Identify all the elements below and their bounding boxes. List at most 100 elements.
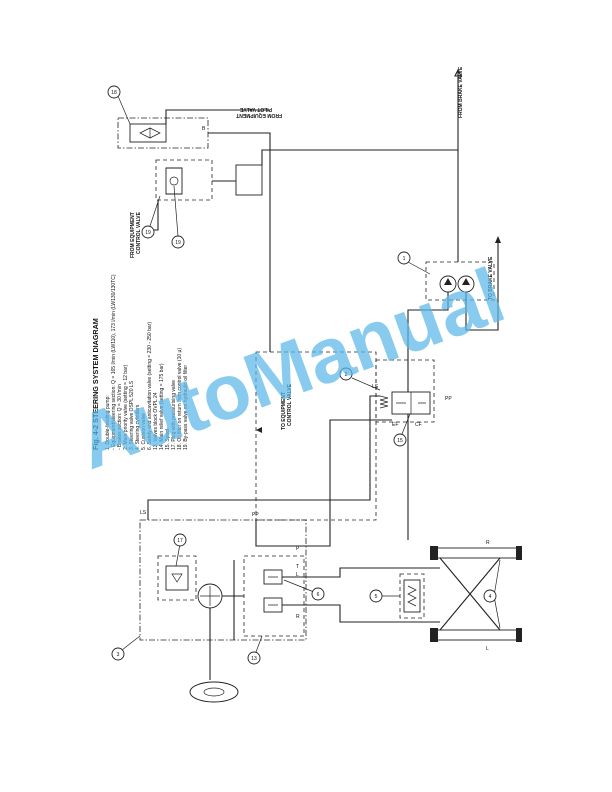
callout-3: 3 — [111, 635, 141, 661]
svg-text:5: 5 — [375, 594, 378, 600]
legend-item: 15. Spool — [165, 429, 171, 450]
svg-text:4: 4 — [489, 594, 492, 600]
label-from-equipment-control: FROM EQUIPMENT CONTROL VALVE — [130, 211, 142, 258]
check-valve-symbol — [139, 127, 161, 139]
svg-text:CONTROL VALVE: CONTROL VALVE — [136, 211, 142, 254]
arrow-icon — [454, 68, 462, 77]
priority-valve: LS CF EF PP — [255, 351, 452, 521]
oil-filter-element — [165, 167, 183, 195]
equipment-return-line — [146, 200, 159, 231]
svg-text:FROM BRAKE VALVE: FROM BRAKE VALVE — [458, 66, 464, 118]
legend-item: 4. Steering cylinders — [135, 404, 141, 450]
cushion-spring — [407, 585, 417, 607]
svg-text:FROM EQUIPMENT: FROM EQUIPMENT — [236, 112, 282, 118]
callout-1: 1 — [397, 251, 431, 275]
figure-title: Fig. 4-2 STEERING SYSTEM DIAGRAM — [91, 318, 100, 450]
steering-valve-outline — [139, 519, 307, 641]
relief-arrow-icon — [171, 573, 183, 583]
watermark: AutoManual — [66, 251, 515, 486]
watermark-text: AutoManual — [66, 251, 515, 486]
callout-15: 15 — [393, 413, 411, 447]
callout-13: 13 — [247, 635, 263, 665]
priority-outlet-line — [310, 419, 392, 547]
port-label: EF — [392, 422, 398, 428]
legend-item: 14. Main relief valve (setting = 175 bar… — [159, 363, 165, 450]
svg-text:15: 15 — [397, 438, 403, 444]
pump-arrow-icon — [462, 278, 470, 285]
port-label: CF — [415, 422, 422, 428]
cylinder-end — [430, 546, 438, 560]
steering-valve-block: LS PP P T L R — [139, 510, 310, 641]
svg-text:CONTROL VALVE: CONTROL VALVE — [287, 383, 293, 426]
valve-block-ovpl-outline — [243, 555, 305, 637]
port-label: L — [486, 646, 489, 652]
port-label: R — [296, 614, 300, 620]
svg-text:13: 13 — [251, 656, 257, 662]
port-label: P — [296, 546, 300, 552]
legend-item: - Equipment/steering section: Q = 165 l/… — [111, 274, 117, 450]
arrow-icon — [495, 236, 501, 243]
port-label: LS — [372, 384, 379, 390]
work-lines — [222, 576, 308, 606]
callout-14: 17 — [173, 533, 187, 567]
pump-arrow-icon — [444, 278, 452, 285]
cylinder-left — [435, 629, 519, 641]
callout-5: 5 — [369, 589, 400, 603]
cylinder-end — [516, 628, 522, 642]
legend-item: 18. Oil filter on return from control va… — [177, 348, 183, 450]
relief-valve-outline — [157, 555, 197, 601]
filter-assembly — [117, 70, 459, 300]
callout-18: 19 — [141, 195, 161, 239]
callout-19: 19 — [171, 185, 185, 249]
svg-text:3: 3 — [117, 652, 120, 658]
port-label: PP — [252, 512, 259, 518]
label-to-equipment-control: TO EQUIPMENT CONTROL VALVE — [281, 383, 293, 430]
svg-text:19: 19 — [175, 240, 181, 246]
callout-6: 6 — [283, 579, 325, 601]
steering-wheel-hub — [203, 687, 225, 697]
port-label: B — [202, 126, 206, 132]
port-label: L — [296, 572, 299, 578]
label-from-equipment-pilot: FROM EQUIPMENT PILOT VALVE — [236, 106, 282, 118]
legend-item: 13. Valves block OVPL 24 — [153, 392, 159, 450]
svg-text:6: 6 — [317, 592, 320, 598]
callout-4: 4 — [483, 559, 501, 629]
double-feeding-pump — [407, 150, 501, 540]
metering-cross — [200, 586, 220, 606]
pp-line — [255, 520, 310, 547]
port-label: T — [296, 564, 299, 570]
port-label: LS — [140, 510, 147, 516]
svg-text:17: 17 — [177, 538, 183, 544]
callout-markers: 18 19 19 1 2 15 17 — [107, 85, 501, 665]
priority-inner-outline — [375, 359, 435, 423]
legend-item: - Brakes section: Q = 30 l/min — [117, 384, 123, 450]
brake-out-line — [465, 240, 499, 331]
legend-item: 2. Main priority valve (setting = 12 bar… — [123, 364, 129, 450]
pump-outline — [425, 261, 495, 301]
cylinder-right — [435, 547, 519, 559]
label-to-brake-valve: TO BRAKE VALVE — [488, 256, 494, 300]
cylinder-end — [430, 628, 438, 642]
oil-filter-outline — [155, 159, 213, 201]
svg-text:1: 1 — [403, 256, 406, 262]
legend-item: 6. Safety and anticavitation valve (sett… — [147, 322, 153, 450]
legend-item: 1. Double-feeding pump: — [105, 395, 111, 450]
port-label: R — [486, 540, 490, 546]
legend-list: 1. Double-feeding pump: - Equipment/stee… — [105, 274, 189, 450]
legend-item: 17. Plug with pressurising valve — [171, 380, 177, 450]
priority-outline — [255, 351, 377, 521]
brake-return-line — [261, 70, 459, 165]
bypass-valve-symbol — [169, 176, 179, 186]
callout-2: 2 — [339, 367, 381, 391]
spring-symbol — [379, 395, 389, 409]
pump-pressure-line — [407, 292, 449, 540]
legend-item: 19. By-pass valve on hydraulic oil filte… — [183, 365, 189, 450]
cross-lines — [439, 557, 501, 631]
figure-caption: Fig. 4-2 STEERING SYSTEM DIAGRAM 1. Doub… — [91, 274, 189, 450]
label-from-brake-valve: FROM BRAKE VALVE — [458, 66, 464, 118]
legend-item: 3. Steering valve OSPL 520 LS — [129, 380, 135, 450]
pressurising-valve — [129, 123, 167, 143]
arrow-icon — [256, 427, 262, 433]
